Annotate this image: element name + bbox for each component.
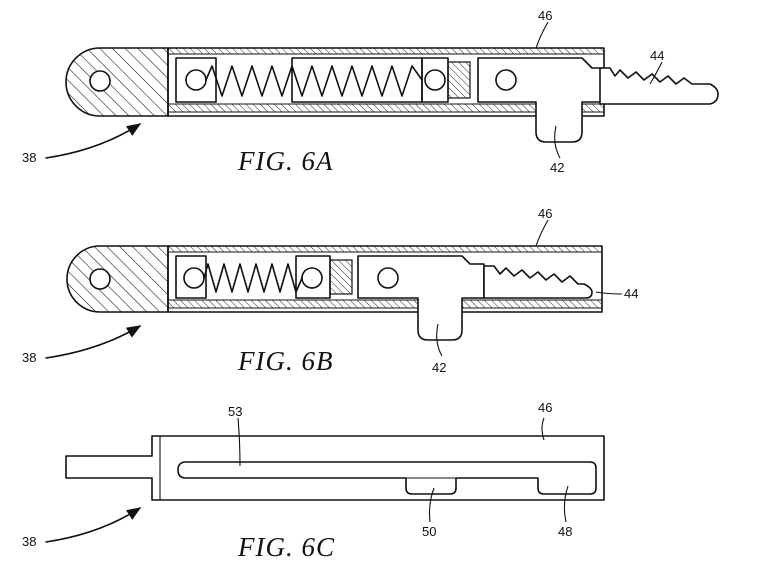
figure-6c: 53 46 50 48 38 FIG. 6C: [22, 400, 605, 562]
label-42-6b: 42: [432, 360, 446, 375]
spring-6b: [175, 255, 353, 299]
caption-6a: FIG. 6A: [237, 146, 333, 176]
housing-6a: [167, 47, 605, 117]
key-6b: [483, 265, 593, 299]
caption-6c: FIG. 6C: [237, 532, 335, 562]
leaders-6b: [45, 219, 623, 359]
slot-6c: [177, 461, 597, 495]
leaders-6a: [45, 21, 663, 159]
label-38-6a: 38: [22, 150, 36, 165]
figure-6b: 46 44 42 38 FIG. 6B: [22, 206, 638, 376]
caption-6b: FIG. 6B: [237, 346, 333, 376]
leaders-6c: [45, 417, 569, 543]
label-53-6c: 53: [228, 404, 242, 419]
figure-6a: 46 44 42 38 FIG. 6A: [22, 8, 719, 176]
label-48-6c: 48: [558, 524, 572, 539]
label-38-6b: 38: [22, 350, 36, 365]
label-42-6a: 42: [550, 160, 564, 175]
label-44-6a: 44: [650, 48, 664, 63]
label-50-6c: 50: [422, 524, 436, 539]
housing-plate-6c: [65, 435, 605, 501]
slider-6a: [477, 57, 603, 143]
label-46-6c: 46: [538, 400, 552, 415]
handle-6b: [66, 245, 169, 313]
key-6a: [599, 67, 719, 105]
label-38-6c: 38: [22, 534, 36, 549]
label-44-6b: 44: [624, 286, 638, 301]
handle-6a: [65, 47, 169, 117]
slider-6b: [357, 255, 485, 341]
label-46-6a: 46: [538, 8, 552, 23]
housing-6b: [167, 245, 603, 313]
label-46-6b: 46: [538, 206, 552, 221]
spring-6a: [175, 57, 471, 103]
